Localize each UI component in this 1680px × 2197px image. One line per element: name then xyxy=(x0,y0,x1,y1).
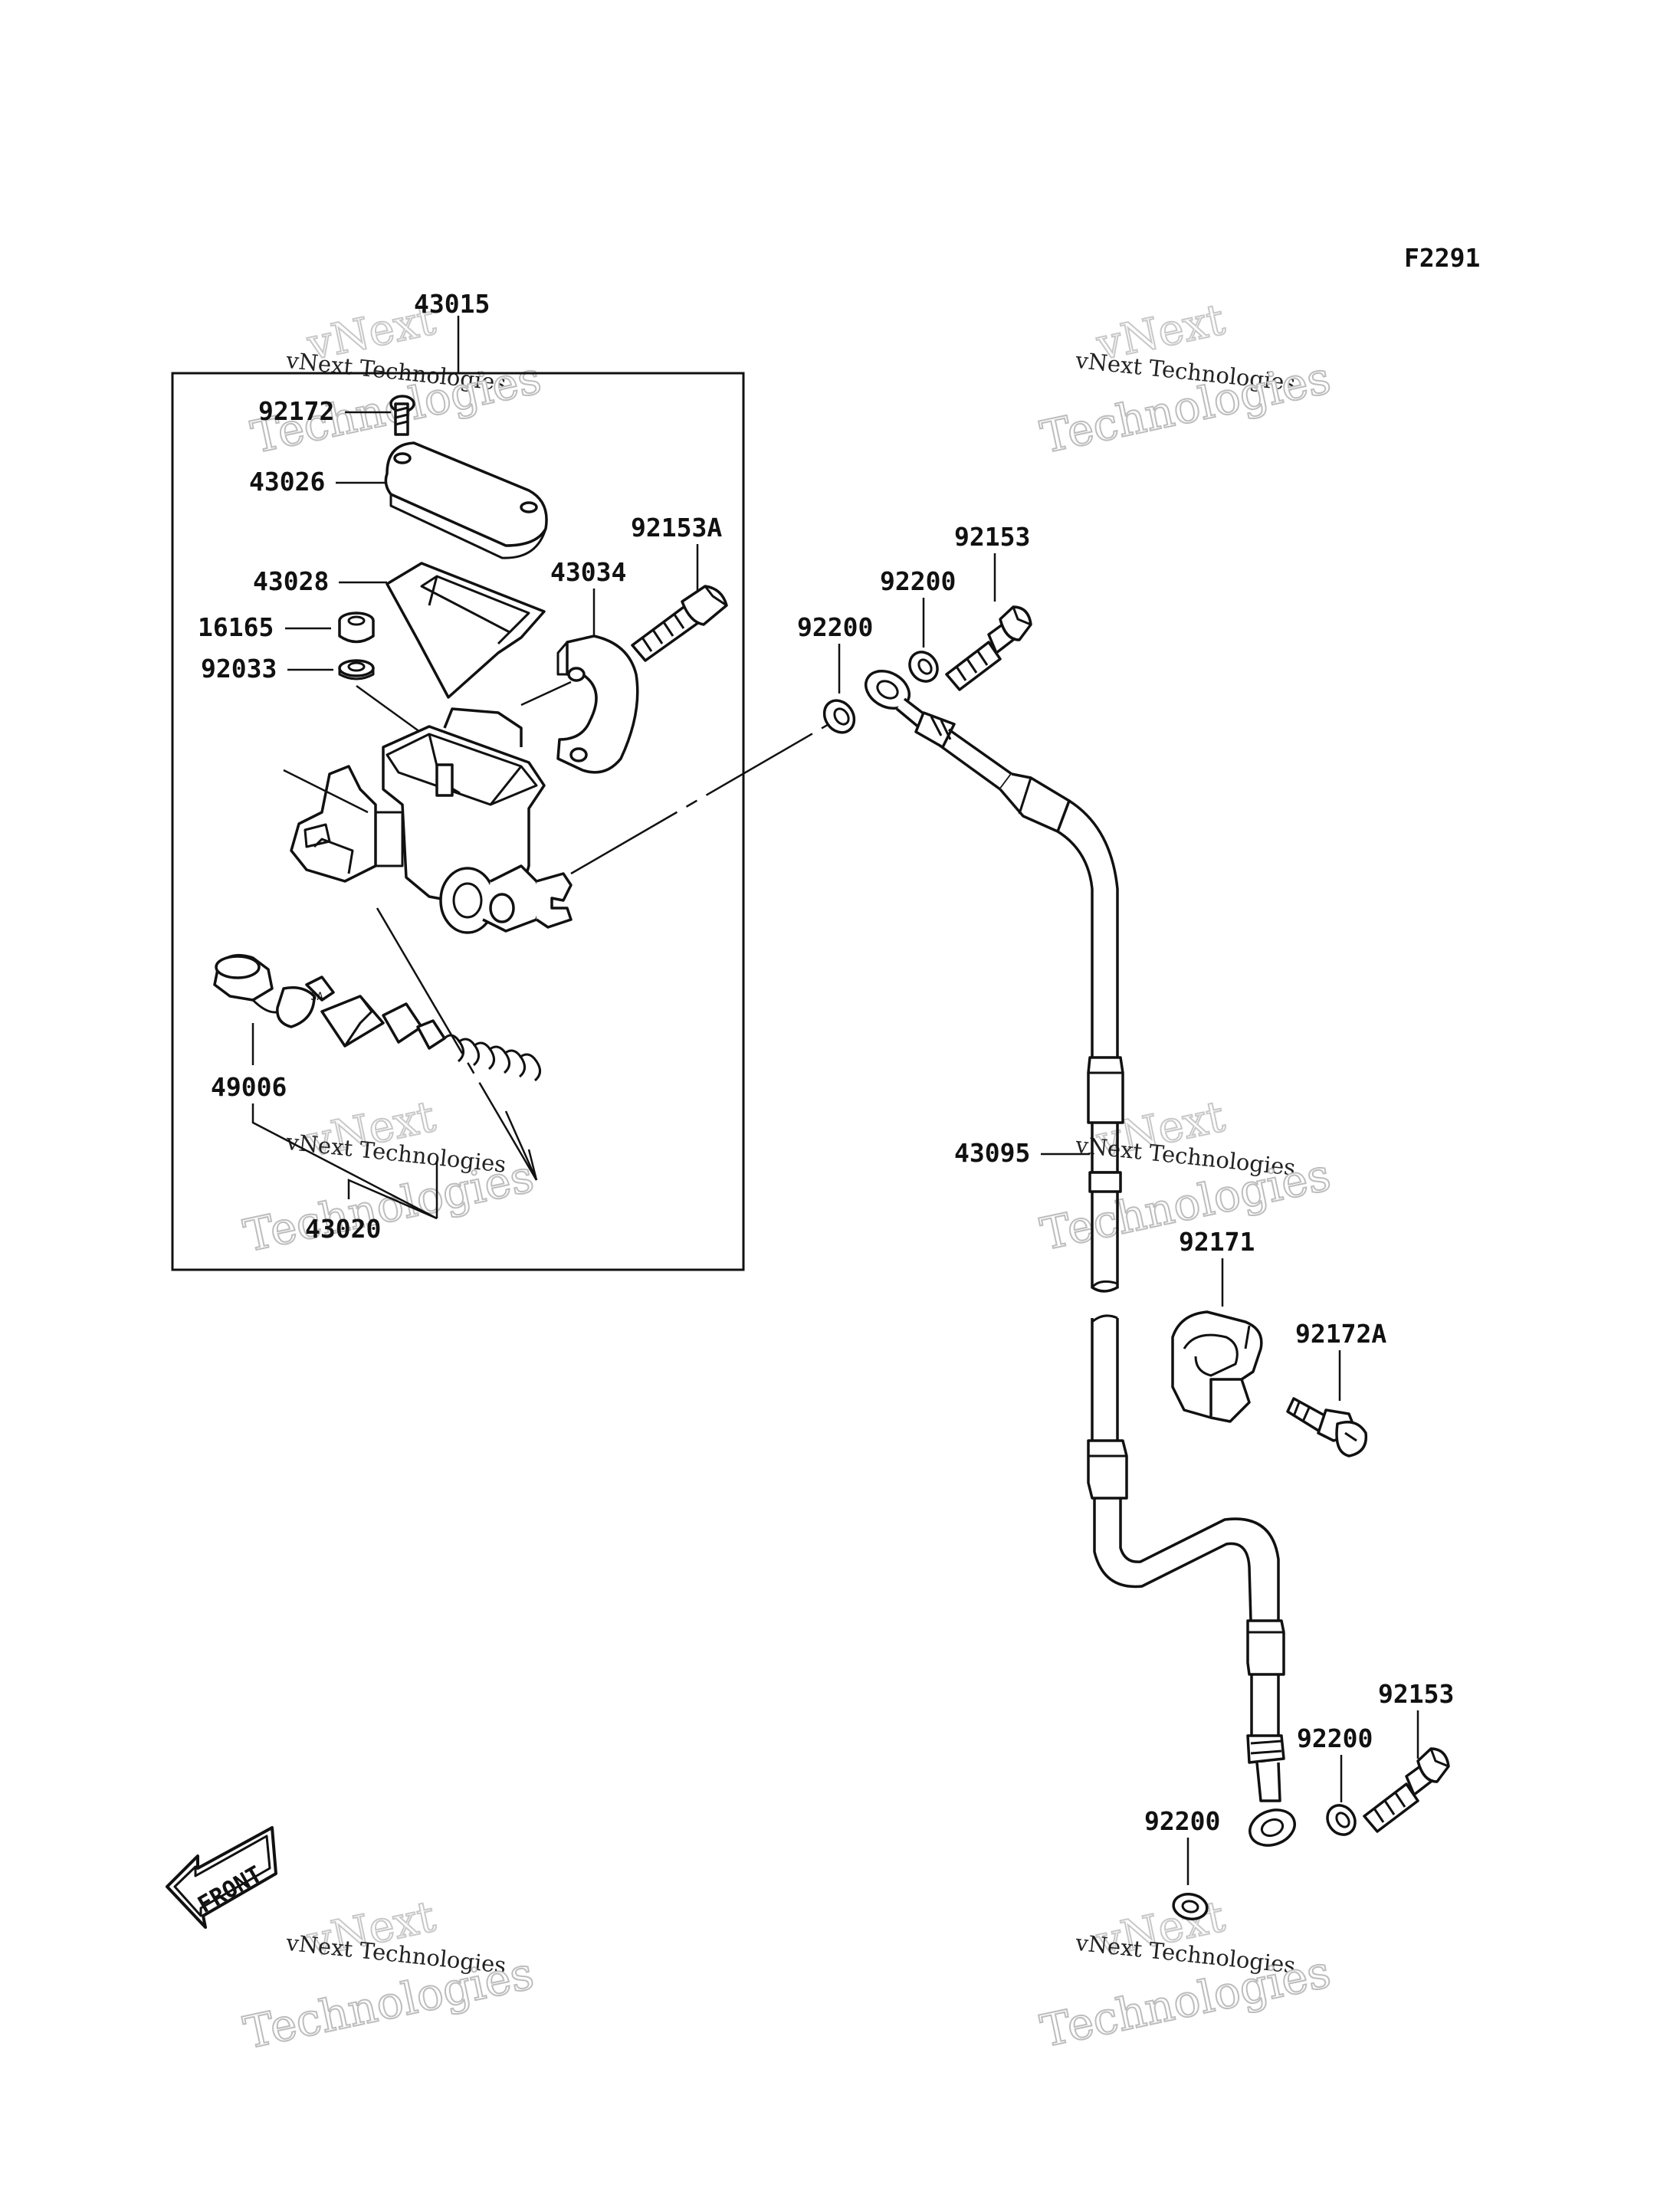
diaphragm-43028 xyxy=(386,562,546,699)
part-label-43095[interactable]: 43095 xyxy=(954,1138,1030,1168)
part-label-92172[interactable]: 92172 xyxy=(258,396,334,426)
watermark-top-right: vNext vNext Technologies Technologies xyxy=(1035,294,1336,464)
watermark-line3: Technologies xyxy=(239,1150,538,1262)
hose-clamp-92171 xyxy=(1171,1310,1263,1423)
front-arrow-icon: FRONT xyxy=(166,1826,277,1929)
part-label-49006[interactable]: 49006 xyxy=(211,1072,287,1102)
leader-piston-axis xyxy=(376,907,538,1181)
watermark-top-left: vNext vNext Technologies Technologies xyxy=(246,294,546,464)
part-label-43034[interactable]: 43034 xyxy=(550,557,626,587)
washer-92033 xyxy=(338,659,375,680)
part-label-92200-top-left[interactable]: 92200 xyxy=(797,612,873,642)
part-label-16165[interactable]: 16165 xyxy=(198,612,274,642)
washer-92200-top-left xyxy=(822,699,856,734)
leader-lever-pivot xyxy=(283,769,369,814)
washer-92200-bottom-right xyxy=(1326,1804,1357,1836)
banjo-bolt-92153-bottom xyxy=(1363,1747,1450,1833)
brake-hose-upper xyxy=(865,670,1124,1293)
part-label-43028[interactable]: 43028 xyxy=(253,566,329,596)
part-label-92153A[interactable]: 92153A xyxy=(631,513,722,543)
watermark-bottom-left: vNext vNext Technologies Technologies xyxy=(238,1891,539,2060)
clamp-43034 xyxy=(556,635,639,774)
boot-16165 xyxy=(338,612,375,644)
leader-banjo-connection xyxy=(570,719,836,875)
part-label-92200-bottom-right[interactable]: 92200 xyxy=(1297,1723,1373,1753)
part-label-92153-bottom[interactable]: 92153 xyxy=(1378,1679,1454,1709)
washer-92200-top-right xyxy=(908,651,939,683)
part-label-92200-bottom-left[interactable]: 92200 xyxy=(1144,1806,1220,1836)
leader-piston-arrow-a xyxy=(504,1110,538,1181)
part-label-43020[interactable]: 43020 xyxy=(305,1214,381,1244)
watermark-mid-left: vNext vNext Technologies Technologies xyxy=(238,1091,539,1263)
diagram-code: F2291 xyxy=(1404,243,1480,273)
bolt-92172A xyxy=(1286,1397,1368,1458)
part-label-92172A[interactable]: 92172A xyxy=(1295,1319,1386,1349)
piston-kit-49006: SA xyxy=(213,953,541,1082)
part-label-43026[interactable]: 43026 xyxy=(249,467,325,497)
leader-43020-c xyxy=(347,1179,438,1220)
brake-hose-lower xyxy=(1087,1314,1296,1847)
part-label-92153-top[interactable]: 92153 xyxy=(954,522,1030,552)
master-cylinder-body xyxy=(290,707,573,934)
washer-92200-bottom-left xyxy=(1172,1893,1209,1920)
part-label-92033[interactable]: 92033 xyxy=(201,654,277,684)
screw-92172 xyxy=(389,395,415,436)
part-label-92171[interactable]: 92171 xyxy=(1179,1227,1255,1257)
part-label-92200-top-right[interactable]: 92200 xyxy=(880,566,956,596)
part-label-43015[interactable]: 43015 xyxy=(414,289,490,319)
leader-piston-arrow-b xyxy=(527,1149,538,1181)
bolt-92153A xyxy=(631,585,728,662)
reservoir-cap-43026 xyxy=(384,441,548,559)
svg-text:SA: SA xyxy=(310,991,323,1003)
banjo-bolt-92153-top xyxy=(945,605,1032,691)
leader-43020-a xyxy=(251,1103,438,1220)
leader-clamp-assembly xyxy=(520,680,572,707)
